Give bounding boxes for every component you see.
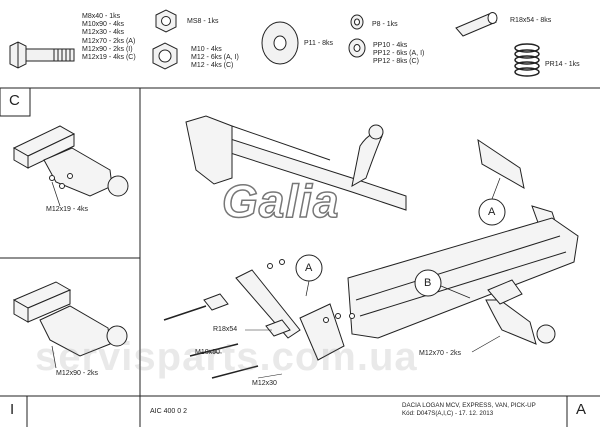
label-m12x30: M12x30	[252, 380, 277, 387]
bolt-item: M12x70 - 2ks (A)	[82, 37, 136, 45]
watermark-text: servisparts.com.ua	[35, 335, 418, 379]
spacer-label: R18x54 - 8ks	[510, 17, 552, 24]
bolt-item: M12x90 - 2ks (I)	[82, 45, 133, 53]
bolt-item: M12x30 - 4ks	[82, 29, 125, 37]
washer-item: PP10 - 4ks	[373, 42, 408, 49]
bolt-list: M8x40 - 1ks M10x90 - 4ks M12x30 - 4ks M1…	[82, 13, 136, 62]
nut-item: M12 - 4ks (C)	[191, 62, 234, 70]
washer-large-icon	[261, 21, 299, 65]
nut-icon	[155, 9, 177, 33]
callout-b: B	[424, 277, 432, 289]
panel-i-drawing	[12, 281, 128, 369]
callout-circles	[295, 198, 506, 297]
washer-label: P8 - 1ks	[372, 21, 398, 28]
panel-a-label: A	[576, 401, 587, 418]
panel-i-label: I	[10, 401, 15, 418]
footer-kod: Kód: D047S(A,I,C) - 17. 12. 2013	[402, 410, 494, 417]
washer-item: PP12 - 6ks (A, I)	[373, 50, 425, 58]
bolt-item: M12x19 - 4ks (C)	[82, 54, 136, 62]
label-m10: M10x90	[195, 349, 220, 356]
nut-large-icon	[152, 42, 178, 70]
footer-vehicle: DACIA LOGAN MCV, EXPRESS, VAN, PICK-UP	[402, 402, 536, 409]
spacer-tube-icon	[455, 12, 498, 37]
washer-small-icon	[348, 14, 366, 58]
panel-c-label: C	[9, 92, 20, 109]
nut-label: MS8 - 1ks	[187, 18, 219, 25]
washer-item: PP12 - 8ks (C)	[373, 58, 419, 66]
washer-large-label: P11 - 8ks	[304, 40, 334, 47]
label-m12x70: M12x70 - 2ks	[419, 350, 462, 357]
callout-a-right: A	[488, 206, 496, 218]
nut-item: M12 - 6ks (A, I)	[191, 54, 239, 62]
spring-label: PR14 - 1ks	[545, 61, 580, 68]
bolt-item: M8x40 - 1ks	[82, 13, 121, 20]
nut-item: M10 - 4ks	[191, 46, 222, 53]
tow-bar-assembly	[163, 115, 579, 379]
label-r18: R18x54	[213, 326, 238, 333]
label-i-bolt: M12x90 - 2ks	[56, 370, 99, 377]
nut-list: M10 - 4ks M12 - 6ks (A, I) M12 - 4ks (C)	[191, 46, 239, 71]
footer-code: AIC 400 0 2	[150, 408, 187, 415]
spring-icon	[514, 43, 540, 77]
callout-a-left: A	[305, 262, 313, 274]
label-c-bolt: M12x19 - 4ks	[46, 206, 89, 213]
washer-list: PP10 - 4ks PP12 - 6ks (A, I) PP12 - 8ks …	[373, 42, 424, 67]
brand-logo: Galia	[221, 175, 340, 227]
panel-c-drawing	[12, 125, 129, 207]
bolt-item: M10x90 - 4ks	[82, 21, 125, 29]
frame-lines	[0, 87, 600, 427]
bolt-icon	[9, 41, 75, 69]
